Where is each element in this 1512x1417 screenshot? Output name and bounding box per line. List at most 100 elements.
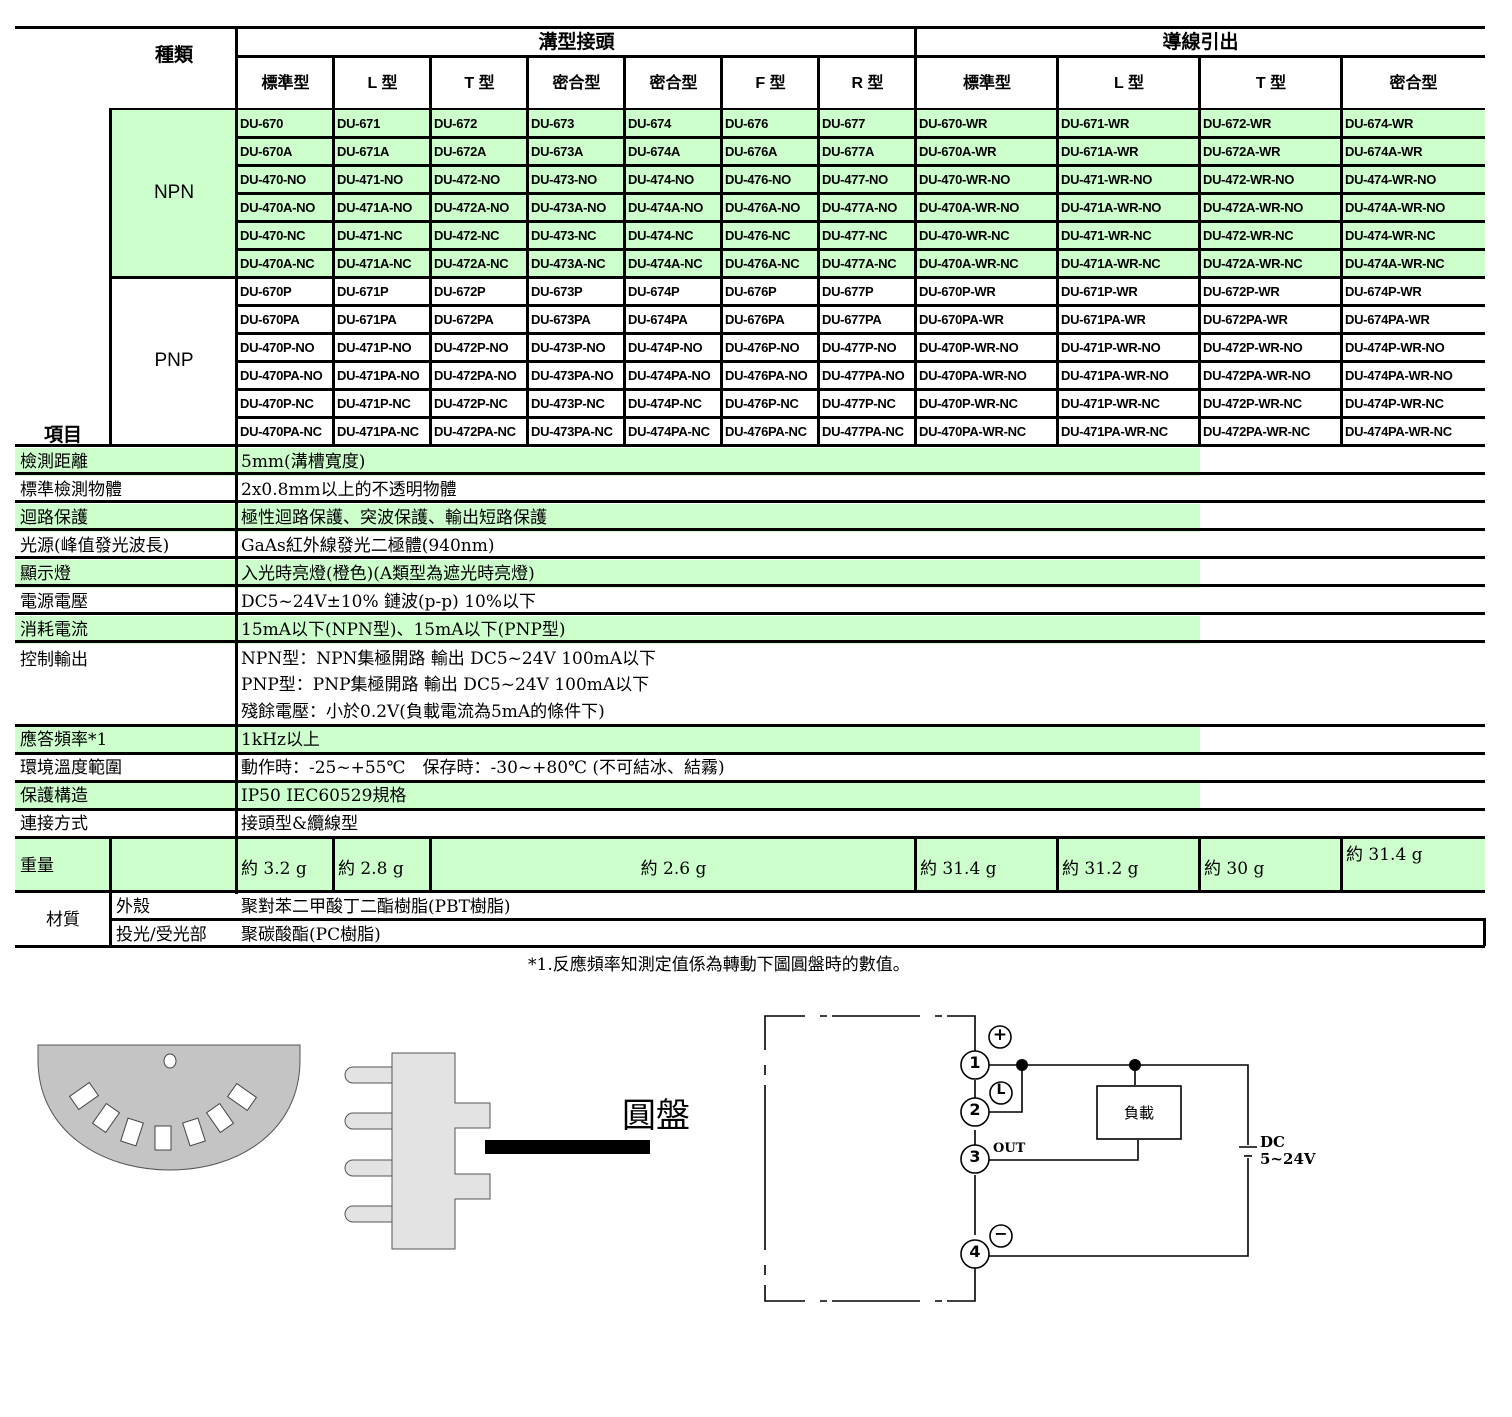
junction-dot xyxy=(1129,1059,1141,1071)
model-cell: DU-477P-NC xyxy=(822,396,896,411)
spec-value: GaAs紅外線發光二極體(940nm) xyxy=(241,536,495,556)
material-label: 材質 xyxy=(46,910,80,930)
spec-label: 光源(峰值發光波長) xyxy=(20,536,170,556)
model-cell: DU-676PA xyxy=(725,312,785,327)
model-cell: DU-670PA-WR xyxy=(919,312,1004,327)
grid-vline xyxy=(914,28,917,446)
disc-shape xyxy=(37,1044,301,1171)
minus-icon xyxy=(989,1224,1013,1248)
grid-hline xyxy=(15,752,1485,755)
model-row-bg xyxy=(237,166,1485,194)
grid-hline xyxy=(109,918,1485,921)
model-cell: DU-470-WR-NC xyxy=(919,228,1010,243)
disc-slot xyxy=(154,1125,172,1151)
model-cell: DU-470A-WR-NO xyxy=(919,200,1020,215)
spec-value: IP50 IEC60529規格 xyxy=(241,786,407,806)
grid-hline xyxy=(237,388,1485,391)
grid-vline xyxy=(914,836,917,890)
disc-slot xyxy=(68,1081,100,1111)
l-label: L xyxy=(996,1082,1006,1098)
spec-value: DC5~24V±10% 鏈波(p-p) 10%以下 xyxy=(241,592,537,612)
model-cell: DU-477PA-NC xyxy=(822,424,904,439)
control-output-line-3: 殘餘電壓：小於0.2V(負載電流為5mA的條件下) xyxy=(241,702,605,722)
supply-label-voltage: 5~24V xyxy=(1260,1150,1316,1168)
spec-row-highlight xyxy=(15,726,1200,754)
grid-hline xyxy=(15,472,1485,475)
spec-label: 連接方式 xyxy=(20,814,88,834)
model-cell: DU-472A-NC xyxy=(434,256,509,271)
model-cell: DU-476P-NC xyxy=(725,396,799,411)
grid-vline xyxy=(235,446,238,894)
grid-hline xyxy=(237,192,1485,195)
column-header: R 型 xyxy=(851,75,884,92)
group-header-lead: 導線引出 xyxy=(1162,31,1239,53)
model-cell: DU-476PA-NC xyxy=(725,424,807,439)
model-row-bg xyxy=(237,250,1485,278)
model-cell: DU-473-NC xyxy=(531,228,597,243)
model-cell: DU-474A-NC xyxy=(628,256,703,271)
grid-vline xyxy=(1056,836,1059,890)
model-cell: DU-472PA-WR-NO xyxy=(1203,368,1311,383)
model-cell: DU-471A-NC xyxy=(337,256,412,271)
model-cell: DU-676P xyxy=(725,284,777,299)
grid-hline xyxy=(15,556,1485,559)
column-header: 標準型 xyxy=(962,75,1011,92)
model-cell: DU-474-NC xyxy=(628,228,694,243)
model-cell: DU-476A-NC xyxy=(725,256,800,271)
model-cell: DU-472PA-NO xyxy=(434,368,517,383)
footnote: *1.反應頻率知測定值係為轉動下圖圓盤時的數值。 xyxy=(528,955,910,975)
model-cell: DU-471PA-NO xyxy=(337,368,420,383)
grid-vline xyxy=(332,836,335,890)
spec-label: 標準檢測物體 xyxy=(20,480,122,500)
load-label: 負載 xyxy=(1123,1104,1154,1122)
model-cell: DU-670-WR xyxy=(919,116,988,131)
column-header: T 型 xyxy=(464,75,495,92)
disc-center-hole xyxy=(163,1053,177,1069)
model-cell: DU-671PA-WR xyxy=(1061,312,1146,327)
model-cell: DU-670P-WR xyxy=(919,284,996,299)
model-cell: DU-476A-NO xyxy=(725,200,801,215)
model-cell: DU-673PA xyxy=(531,312,591,327)
model-cell: DU-471P-WR-NC xyxy=(1061,396,1160,411)
model-cell: DU-474PA-NC xyxy=(628,424,710,439)
spec-row-highlight xyxy=(15,782,1200,810)
grid-hline xyxy=(237,248,1485,251)
weight-wr-l: 約 31.2 g xyxy=(1062,859,1139,879)
model-cell: DU-471-NO xyxy=(337,172,403,187)
circuit-diagram xyxy=(764,1015,1257,1302)
model-cell: DU-477P-NO xyxy=(822,340,897,355)
model-cell: DU-470PA-WR-NC xyxy=(919,424,1026,439)
weight-wr-sealed: 約 31.4 g xyxy=(1346,845,1423,865)
model-cell: DU-674PA xyxy=(628,312,688,327)
model-cell: DU-474-WR-NO xyxy=(1345,172,1437,187)
model-cell: DU-672P xyxy=(434,284,486,299)
terminal-1-icon xyxy=(960,1050,990,1080)
sensor-pin xyxy=(344,1159,393,1177)
terminal-3-label: 3 xyxy=(969,1147,981,1166)
model-cell: DU-474PA-NO xyxy=(628,368,711,383)
model-cell: DU-670P xyxy=(240,284,292,299)
model-cell: DU-670PA xyxy=(240,312,300,327)
grid-vline xyxy=(1056,56,1059,446)
table-top-border xyxy=(15,26,1485,29)
weight-wr-t: 約 30 g xyxy=(1204,859,1265,879)
terminal-2-label: 2 xyxy=(969,1100,981,1119)
terminal-3-icon xyxy=(960,1144,990,1174)
spec-value: 動作時：-25~+55℃ 保存時：-30~+80℃ (不可結冰、結霧) xyxy=(241,758,725,778)
spec-label: 迴路保護 xyxy=(20,508,88,528)
model-cell: DU-674-WR xyxy=(1345,116,1414,131)
material-housing-value: 聚對苯二甲酸丁二酯樹脂(PBT樹脂) xyxy=(241,897,511,917)
model-cell: DU-672PA-WR xyxy=(1203,312,1288,327)
spec-label: 電源電壓 xyxy=(20,592,88,612)
model-row-bg xyxy=(237,110,1485,138)
grid-hline xyxy=(15,836,1485,839)
weight-l-type: 約 2.8 g xyxy=(338,859,404,879)
weight-wr-standard: 約 31.4 g xyxy=(920,859,997,879)
material-lens-value: 聚碳酸酯(PC樹脂) xyxy=(241,925,381,945)
control-output-label: 控制輸出 xyxy=(20,650,88,670)
spec-row-highlight xyxy=(15,560,1200,588)
model-cell: DU-672PA xyxy=(434,312,494,327)
model-cell: DU-471PA-WR-NO xyxy=(1061,368,1169,383)
model-cell: DU-677A xyxy=(822,144,875,159)
model-cell: DU-476-NC xyxy=(725,228,791,243)
